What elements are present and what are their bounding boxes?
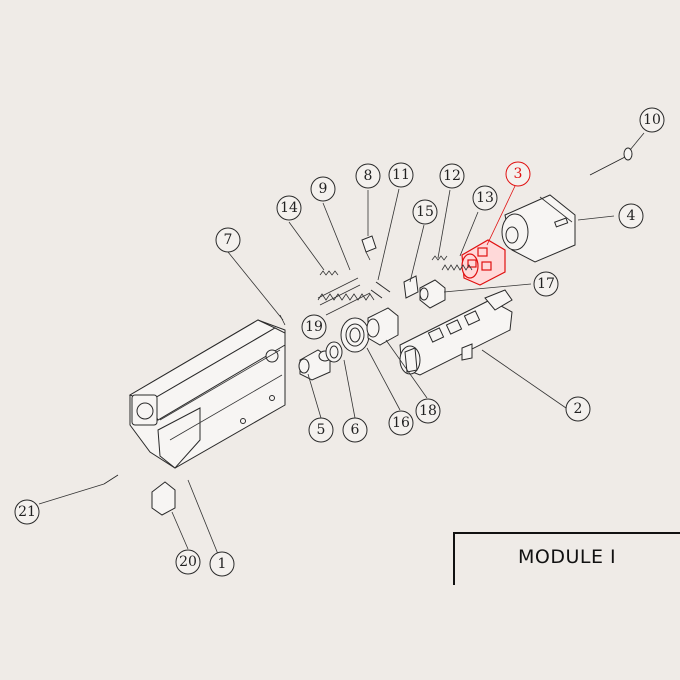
svg-text:7: 7 <box>224 232 233 248</box>
svg-text:13: 13 <box>476 190 494 206</box>
svg-text:15: 15 <box>416 204 434 220</box>
svg-text:3: 3 <box>514 166 523 182</box>
part-18-block <box>366 307 399 346</box>
svg-text:10: 10 <box>643 112 661 128</box>
part-20-clip <box>151 481 176 516</box>
part-4-rear-housing <box>501 194 576 263</box>
callout-18: 18 <box>415 398 441 424</box>
part-11-pin <box>375 281 391 293</box>
part-17-retainer <box>419 279 446 309</box>
callout-2: 2 <box>565 396 591 422</box>
part-9-spring <box>317 277 375 306</box>
svg-text:18: 18 <box>419 403 437 419</box>
part-15-latch <box>403 275 419 299</box>
callout-21: 21 <box>14 499 40 525</box>
module-label-box <box>453 532 680 585</box>
part-12-small-spring <box>431 255 448 261</box>
svg-text:12: 12 <box>443 168 461 184</box>
part-2-cylinder-body <box>399 289 513 376</box>
callout-11: 11 <box>388 162 414 188</box>
svg-text:11: 11 <box>392 167 410 183</box>
callout-12: 12 <box>439 163 465 189</box>
svg-text:17: 17 <box>537 276 555 292</box>
callout-5: 5 <box>308 417 334 443</box>
callout-6: 6 <box>342 417 368 443</box>
callout-4: 4 <box>618 203 644 229</box>
svg-text:9: 9 <box>319 181 328 197</box>
svg-text:21: 21 <box>18 504 36 520</box>
module-label: MODULE I <box>518 546 617 568</box>
callout-19: 19 <box>301 314 327 340</box>
part-21-screw <box>103 474 119 485</box>
part-13-spring <box>441 264 473 271</box>
callout-10: 10 <box>639 107 665 133</box>
callout-3: 3 <box>505 161 531 187</box>
part-10-long-screw <box>589 147 633 176</box>
callout-1: 1 <box>209 551 235 577</box>
part-6-o-ring <box>325 341 343 363</box>
svg-text:5: 5 <box>317 422 326 438</box>
svg-text:6: 6 <box>351 422 360 438</box>
svg-text:20: 20 <box>179 554 197 570</box>
svg-text:16: 16 <box>392 415 410 431</box>
svg-text:8: 8 <box>364 168 373 184</box>
svg-text:19: 19 <box>305 319 323 335</box>
part-8-lever <box>361 235 377 261</box>
part-3-cap-assembly <box>461 239 506 286</box>
svg-text:4: 4 <box>627 208 636 224</box>
svg-text:2: 2 <box>574 401 583 417</box>
svg-text:14: 14 <box>280 200 298 216</box>
callout-17: 17 <box>533 271 559 297</box>
part-16-seal <box>340 317 370 353</box>
part-19-pin <box>370 289 383 299</box>
callout-15: 15 <box>412 199 438 225</box>
callout-9: 9 <box>310 176 336 202</box>
callout-7: 7 <box>215 227 241 253</box>
callout-13: 13 <box>472 185 498 211</box>
svg-text:1: 1 <box>218 556 227 572</box>
callout-14: 14 <box>276 195 302 221</box>
part-14-small-spring <box>319 270 339 276</box>
callout-16: 16 <box>388 410 414 436</box>
callout-8: 8 <box>355 163 381 189</box>
callout-20: 20 <box>175 549 201 575</box>
part-1-receiver-body <box>128 319 286 469</box>
